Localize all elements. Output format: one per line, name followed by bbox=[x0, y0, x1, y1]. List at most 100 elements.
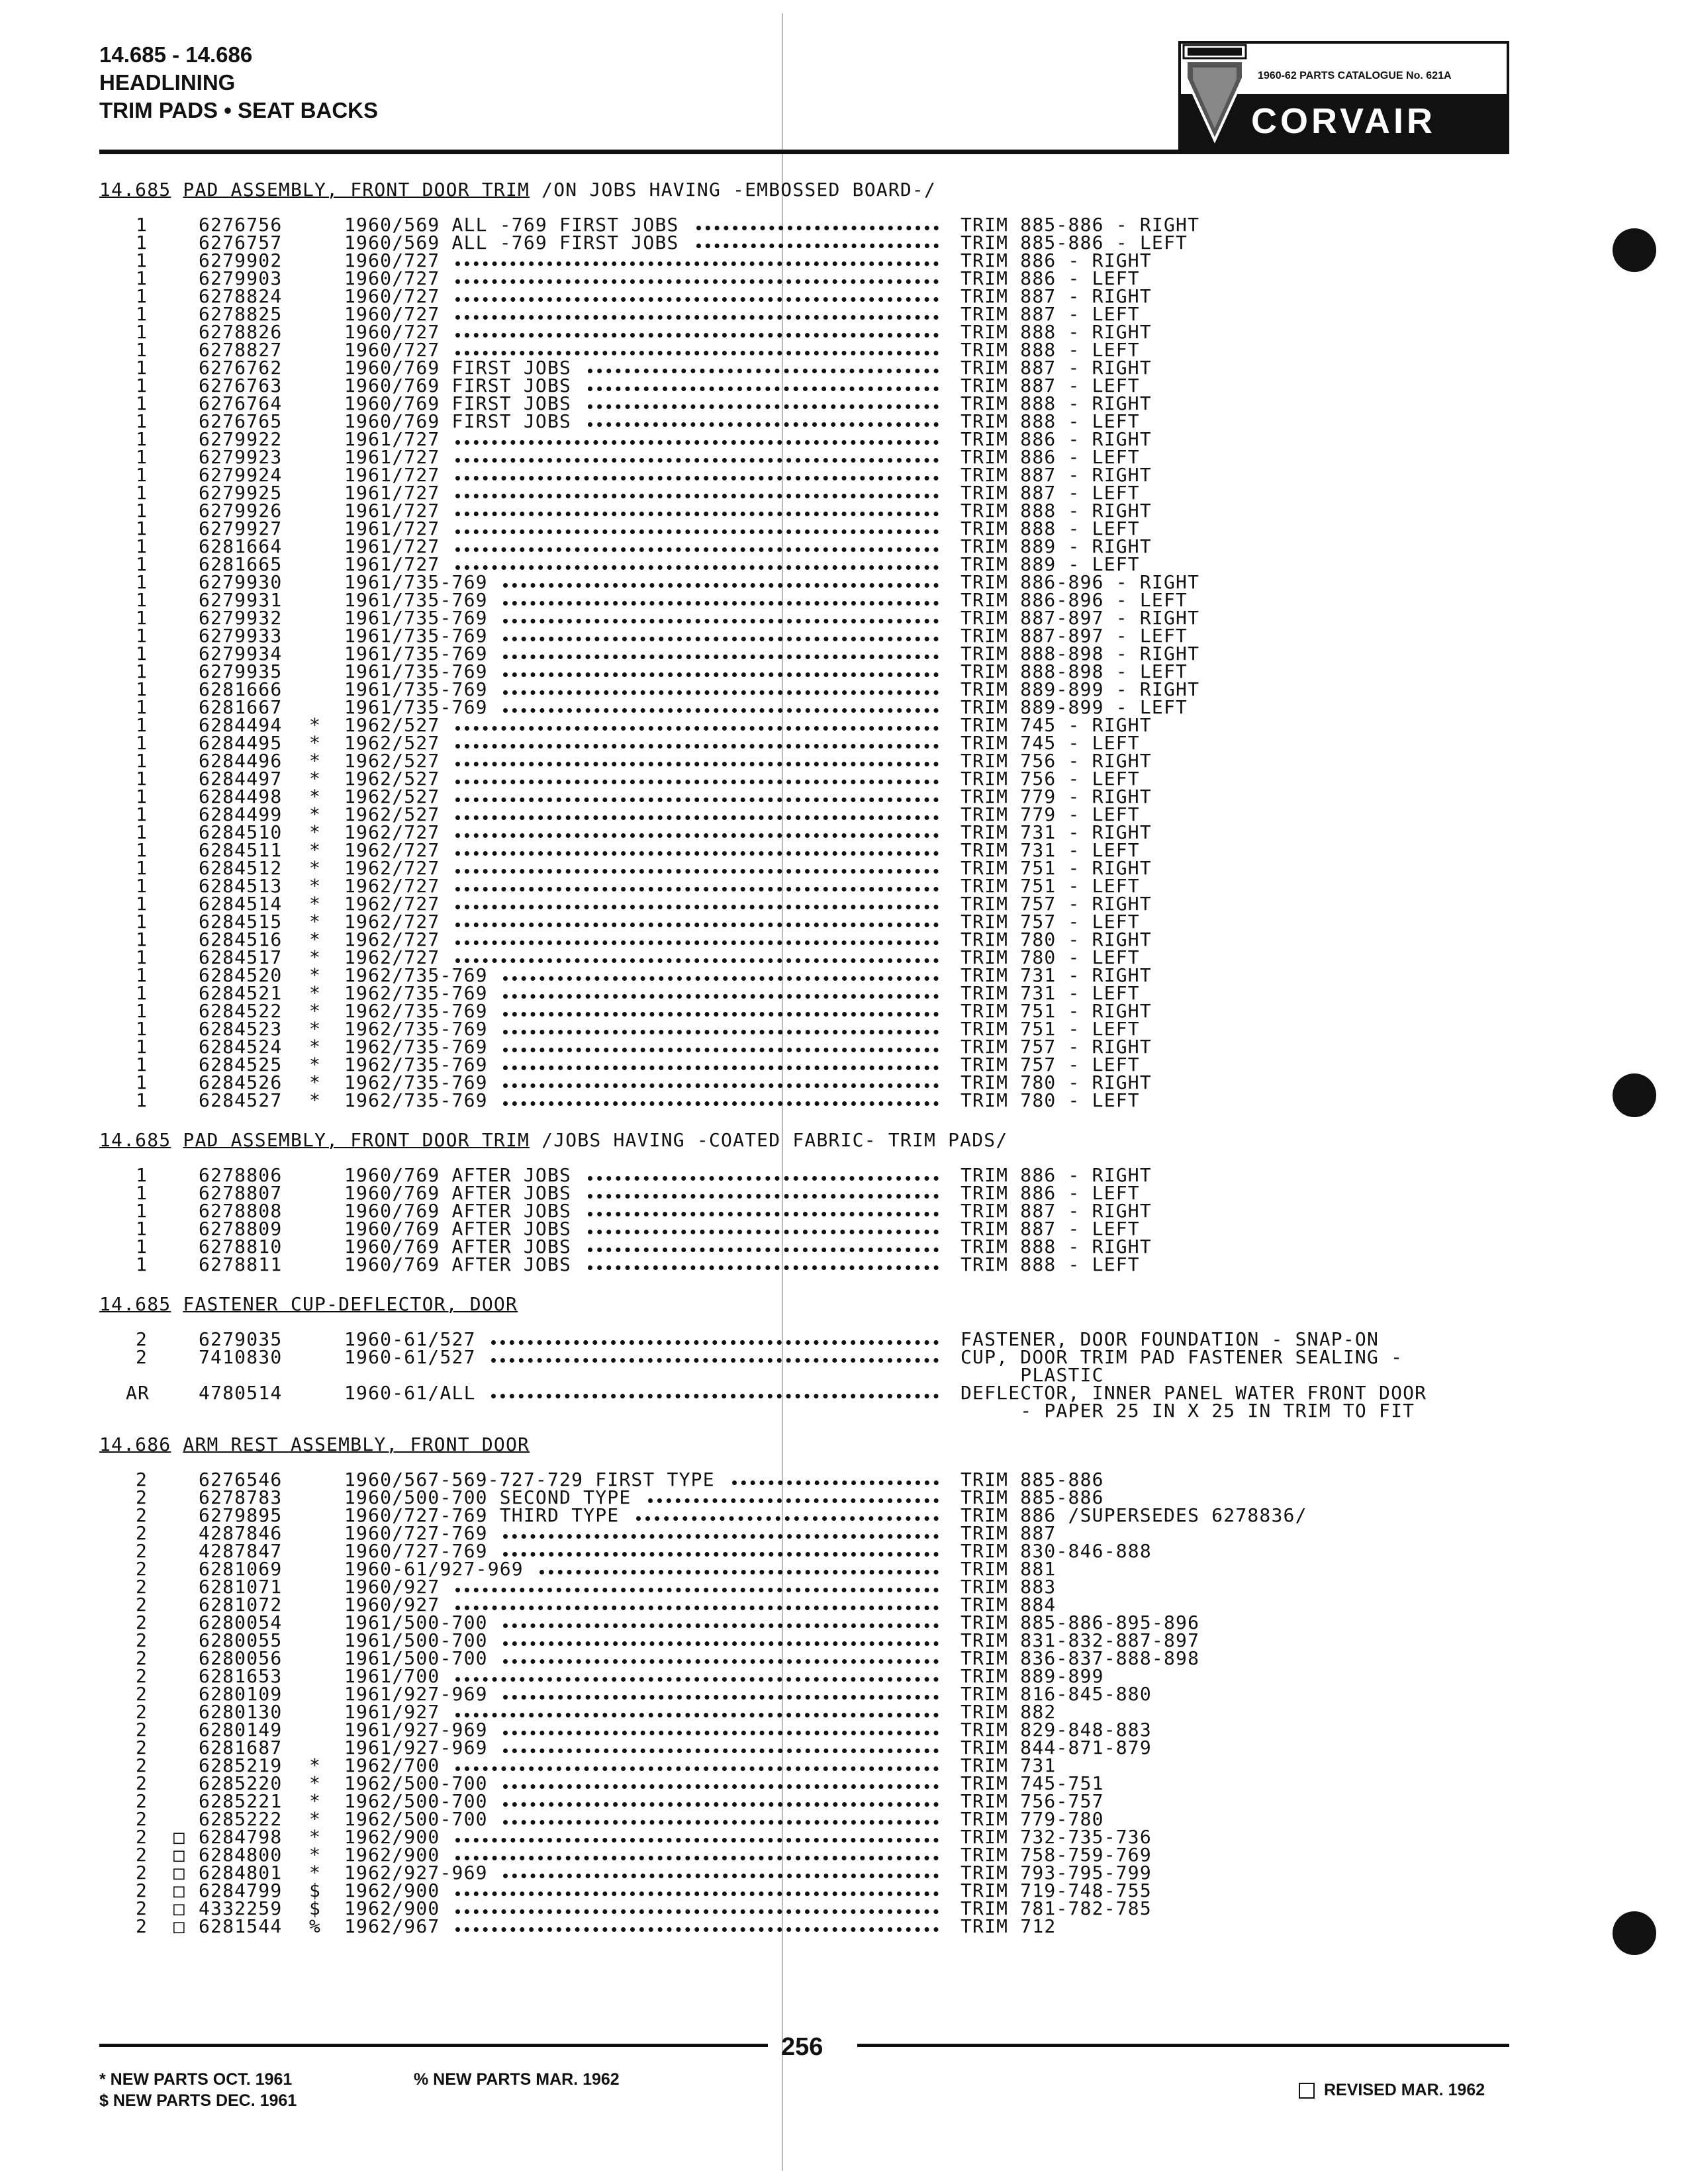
leader-dots bbox=[503, 1552, 939, 1557]
part-number: 6284512 bbox=[199, 857, 283, 879]
part-number: 6279931 bbox=[199, 589, 283, 611]
leader-dots bbox=[455, 780, 939, 784]
model-usage: 1961/735-769 bbox=[344, 589, 488, 611]
part-number: 6279895 bbox=[199, 1504, 283, 1526]
quantity: 2 bbox=[136, 1346, 148, 1368]
quantity: 1 bbox=[136, 518, 148, 539]
quantity: 2 bbox=[136, 1647, 148, 1669]
model-usage: 1962/735-769 bbox=[344, 1071, 488, 1093]
part-description: TRIM 731 - RIGHT bbox=[961, 821, 1152, 843]
part-description: TRIM 830-846-888 bbox=[961, 1540, 1152, 1562]
part-number: 6278824 bbox=[199, 285, 283, 307]
section-name: FASTENER CUP-DEFLECTOR, DOOR bbox=[183, 1293, 518, 1315]
quantity: 1 bbox=[136, 339, 148, 361]
part-number: 6280054 bbox=[199, 1612, 283, 1633]
part-number: 6278811 bbox=[199, 1253, 283, 1275]
model-usage: 1962/900 bbox=[344, 1897, 440, 1919]
quantity: 2 bbox=[136, 1897, 148, 1919]
part-number: 6284516 bbox=[199, 929, 283, 950]
part-number: 6284800 bbox=[199, 1844, 283, 1866]
quantity: 1 bbox=[136, 250, 148, 271]
quantity: 2 bbox=[136, 1880, 148, 1901]
quantity: 1 bbox=[136, 428, 148, 450]
model-usage: 1960-61/527 bbox=[344, 1346, 476, 1368]
part-description: TRIM 887 bbox=[961, 1522, 1056, 1544]
model-usage: 1962/500-700 bbox=[344, 1808, 488, 1830]
model-usage: 1960-61/ALL bbox=[344, 1382, 476, 1404]
new-part-mark: $ bbox=[309, 1880, 322, 1901]
quantity: 2 bbox=[136, 1808, 148, 1830]
part-number: 6279927 bbox=[199, 518, 283, 539]
quantity: 1 bbox=[136, 803, 148, 825]
model-usage: 1962/727 bbox=[344, 911, 440, 933]
model-usage: 1962/900 bbox=[344, 1844, 440, 1866]
part-description: TRIM 780 - LEFT bbox=[961, 1089, 1140, 1111]
part-number: 6279925 bbox=[199, 482, 283, 504]
quantity: 2 bbox=[136, 1540, 148, 1562]
revision-mark: □ bbox=[173, 1897, 186, 1919]
part-number: 6276763 bbox=[199, 375, 283, 396]
leader-dots bbox=[647, 1498, 939, 1503]
part-number: 6280130 bbox=[199, 1701, 283, 1723]
new-part-mark: * bbox=[309, 1036, 322, 1058]
leader-dots bbox=[503, 655, 939, 659]
model-usage: 1962/700 bbox=[344, 1754, 440, 1776]
revision-mark: □ bbox=[173, 1844, 186, 1866]
leader-dots bbox=[503, 1101, 939, 1106]
new-part-mark: * bbox=[309, 714, 322, 736]
part-description: TRIM 889-899 - RIGHT bbox=[961, 678, 1200, 700]
page-header: 14.685 - 14.686 HEADLINING TRIM PADS • S… bbox=[99, 41, 378, 124]
part-description: TRIM 751 - LEFT bbox=[961, 1018, 1140, 1040]
leader-dots bbox=[587, 1230, 939, 1234]
part-description: TRIM 844-871-879 bbox=[961, 1737, 1152, 1758]
quantity: 1 bbox=[136, 392, 148, 414]
header-section-range: 14.685 - 14.686 bbox=[99, 42, 253, 67]
new-part-mark: * bbox=[309, 857, 322, 879]
part-number: 6278827 bbox=[199, 339, 283, 361]
page-fold bbox=[782, 13, 783, 2171]
part-description: TRIM 731 - LEFT bbox=[961, 982, 1140, 1004]
model-usage: 1962/735-769 bbox=[344, 1089, 488, 1111]
part-description: TRIM 889-899 bbox=[961, 1665, 1104, 1687]
new-part-mark: * bbox=[309, 1071, 322, 1093]
part-description: TRIM 887 - RIGHT bbox=[961, 464, 1152, 486]
quantity: 2 bbox=[136, 1754, 148, 1776]
model-usage: 1962/927-969 bbox=[344, 1862, 488, 1884]
leader-dots bbox=[455, 1677, 939, 1682]
quantity: AR bbox=[126, 1382, 150, 1404]
quantity: 1 bbox=[136, 893, 148, 915]
model-usage: 1962/727 bbox=[344, 946, 440, 968]
footnote-new-oct-1961: * NEW PARTS OCT. 1961 bbox=[99, 2070, 293, 2089]
quantity: 2 bbox=[136, 1701, 148, 1723]
model-usage: 1961/727 bbox=[344, 482, 440, 504]
new-part-mark: * bbox=[309, 786, 322, 807]
leader-dots bbox=[503, 1695, 939, 1700]
model-usage: 1960/769 FIRST JOBS bbox=[344, 375, 572, 396]
revised-note: REVISED MAR. 1962 bbox=[1299, 2081, 1485, 2100]
part-number: 6278825 bbox=[199, 303, 283, 325]
part-description: TRIM 887-897 - LEFT bbox=[961, 625, 1188, 647]
leader-dots bbox=[455, 458, 939, 463]
model-usage: 1962/527 bbox=[344, 768, 440, 790]
leader-dots bbox=[455, 440, 939, 445]
model-usage: 1960/569 ALL -769 FIRST JOBS bbox=[344, 232, 679, 253]
leader-dots bbox=[503, 1802, 939, 1807]
quantity: 1 bbox=[136, 285, 148, 307]
leader-dots bbox=[455, 333, 939, 338]
